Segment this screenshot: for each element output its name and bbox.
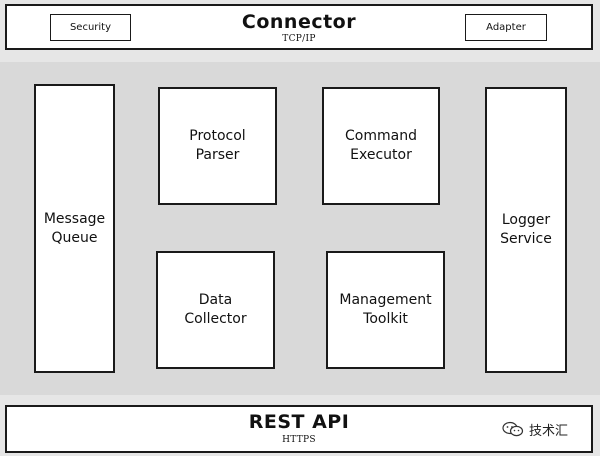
adapter-chip: Adapter — [465, 14, 547, 41]
data-collector-label: Data Collector — [184, 292, 247, 327]
watermark: 技术汇 — [502, 419, 568, 439]
connector-subtitle: TCP/IP — [282, 34, 316, 44]
protocol-parser-box: Protocol Parser — [158, 87, 277, 205]
watermark-text: 技术汇 — [529, 423, 569, 439]
rest-api-title: REST API — [248, 411, 350, 433]
message-queue-label: Message Queue — [43, 210, 106, 246]
logger-service-label: Logger Service — [500, 212, 552, 247]
management-toolkit-box: Management Toolkit — [326, 251, 445, 369]
connector-band: Security Connector TCP/IP Adapter — [5, 4, 593, 50]
command-executor-box: Command Executor — [322, 87, 440, 205]
wechat-icon — [502, 421, 524, 437]
core-area: Message Queue Protocol Parser Command Ex… — [0, 62, 600, 395]
logger-service-box: Logger Service — [485, 87, 567, 373]
message-queue-box: Message Queue — [34, 84, 115, 373]
command-executor-label: Command Executor — [345, 128, 417, 163]
protocol-parser-label: Protocol Parser — [189, 128, 246, 163]
rest-api-band: REST API HTTPS — [5, 405, 593, 453]
data-collector-box: Data Collector — [156, 251, 275, 369]
security-label: Security — [69, 22, 112, 33]
connector-title: Connector — [241, 11, 357, 33]
security-chip: Security — [50, 14, 131, 41]
management-toolkit-label: Management Toolkit — [339, 292, 432, 327]
adapter-label: Adapter — [486, 22, 526, 33]
rest-api-subtitle: HTTPS — [282, 435, 316, 445]
